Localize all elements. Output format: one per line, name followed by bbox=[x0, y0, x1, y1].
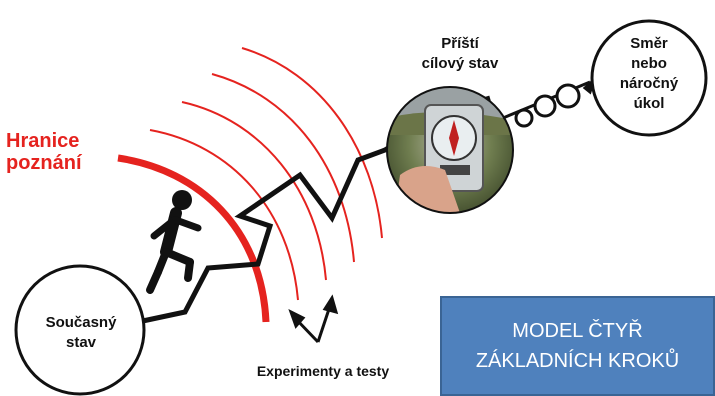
bubble-chain bbox=[502, 75, 598, 128]
current-state-circle bbox=[14, 264, 146, 396]
frontier-label: Hranice poznání bbox=[6, 130, 116, 174]
direction-line: nebo bbox=[631, 55, 667, 72]
experiments-label: Experimenty a testy bbox=[256, 363, 390, 379]
experiment-arrows bbox=[288, 294, 339, 344]
model-title-line: ZÁKLADNÍCH KROKŮ bbox=[475, 350, 680, 372]
current-state-line: Současný bbox=[45, 314, 117, 331]
current-state-line: stav bbox=[65, 334, 97, 351]
direction-line: úkol bbox=[633, 95, 665, 112]
frontier-arc-4 bbox=[211, 73, 355, 263]
current-state-label: Současný stav bbox=[22, 313, 140, 353]
runner-icon bbox=[146, 190, 202, 294]
frontier-arc-3 bbox=[181, 101, 327, 281]
frontier-arc-main bbox=[117, 154, 270, 323]
model-title-line: MODEL ČTYŘ bbox=[512, 320, 643, 342]
next-target-label: Příští cílový stav bbox=[400, 34, 520, 74]
frontier-arc-2 bbox=[149, 129, 299, 301]
direction-label: Směr nebo náročný úkol bbox=[596, 34, 702, 114]
goal-circle bbox=[590, 19, 708, 137]
frontier-label-line: poznání bbox=[6, 152, 82, 174]
compass-photo bbox=[386, 86, 514, 214]
next-target-line: Příští bbox=[441, 35, 479, 52]
frontier-label-line: Hranice bbox=[6, 130, 80, 152]
model-title-box: MODEL ČTYŘ ZÁKLADNÍCH KROKŮ bbox=[440, 296, 715, 396]
direction-line: Směr bbox=[630, 35, 668, 52]
frontier-arcs bbox=[117, 47, 383, 323]
next-target-line: cílový stav bbox=[421, 55, 499, 72]
direction-line: náročný bbox=[619, 75, 679, 92]
frontier-arc-5 bbox=[241, 47, 383, 239]
